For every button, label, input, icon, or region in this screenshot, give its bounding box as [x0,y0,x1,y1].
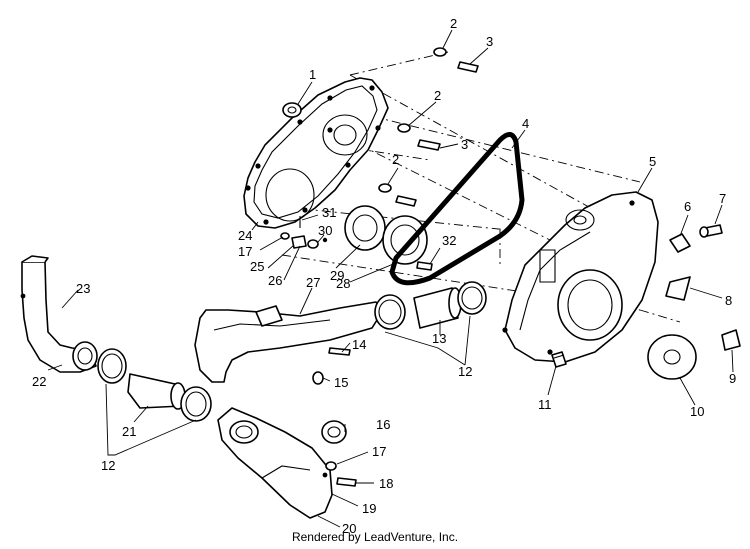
clamp-lower-left [97,348,127,384]
washer-1 [282,102,302,118]
callout-27: 27 [306,275,320,290]
seal-29 [344,205,386,251]
callout-6: 6 [684,199,691,214]
callout-17: 17 [372,444,386,459]
callout-9: 9 [729,371,736,386]
callout-11: 11 [538,397,552,412]
callout-28: 28 [336,276,350,291]
callout-2: 2 [392,152,399,167]
render-credit: Rendered by LeadVenture, Inc. [291,530,459,544]
bolt-11 [551,351,567,368]
screw-18 [336,477,357,487]
screw-15 [312,371,324,385]
decal-8 [665,276,691,301]
callout-29: 29 [330,268,344,283]
washer-17-lower [325,461,337,471]
callout-3: 3 [486,34,493,49]
callout-19: 19 [362,501,376,516]
leader-lines [47,29,734,528]
callout-16: 16 [376,417,390,432]
drive-belt [389,132,525,286]
tube-13 [413,287,462,329]
callout-26: 26 [268,273,282,288]
callout-17: 17 [238,244,252,259]
callout-5: 5 [649,154,656,169]
callout-4: 4 [522,116,529,131]
callout-3: 3 [461,137,468,152]
callout-32: 32 [442,233,456,248]
callout-8: 8 [725,293,732,308]
air-duct-27 [194,301,383,383]
callout-12: 12 [458,364,472,379]
callout-21: 21 [122,424,136,439]
callout-13: 13 [432,331,446,346]
callout-7: 7 [719,191,726,206]
decal-9 [721,329,741,351]
callout-14: 14 [352,337,366,352]
callout-numbers: 1 2 2 2 3 3 4 5 6 7 8 9 10 11 12 12 13 1… [32,16,736,536]
callout-20: 20 [342,521,356,536]
clamp-lower-right [180,386,212,422]
clip-6 [669,233,691,253]
airbox-20 [217,407,333,519]
tube-21 [127,373,186,410]
clamp-upper-right [457,281,487,315]
bearing-28 [382,215,433,271]
callout-22: 22 [32,374,46,389]
callout-24: 24 [238,228,252,243]
bolt-7 [699,224,723,238]
clamp-upper-left [374,294,406,330]
callout-2: 2 [450,16,457,31]
inner-cover-plate [243,77,389,229]
screw-14 [328,347,351,356]
callout-10: 10 [690,404,704,419]
callout-18: 18 [379,476,393,491]
callout-31: 31 [322,205,336,220]
callout-2: 2 [434,88,441,103]
outer-clutch-cover [502,191,659,363]
callout-1: 1 [309,67,316,82]
small-hardware [280,216,328,249]
cap-16 [321,420,347,444]
callout-12: 12 [101,458,115,473]
callout-23: 23 [76,281,90,296]
gasket-10 [647,334,697,380]
washers-and-bolts [378,47,479,207]
callout-15: 15 [334,375,348,390]
duct-22 [20,255,98,373]
callout-30: 30 [318,223,332,238]
callout-25: 25 [250,259,264,274]
